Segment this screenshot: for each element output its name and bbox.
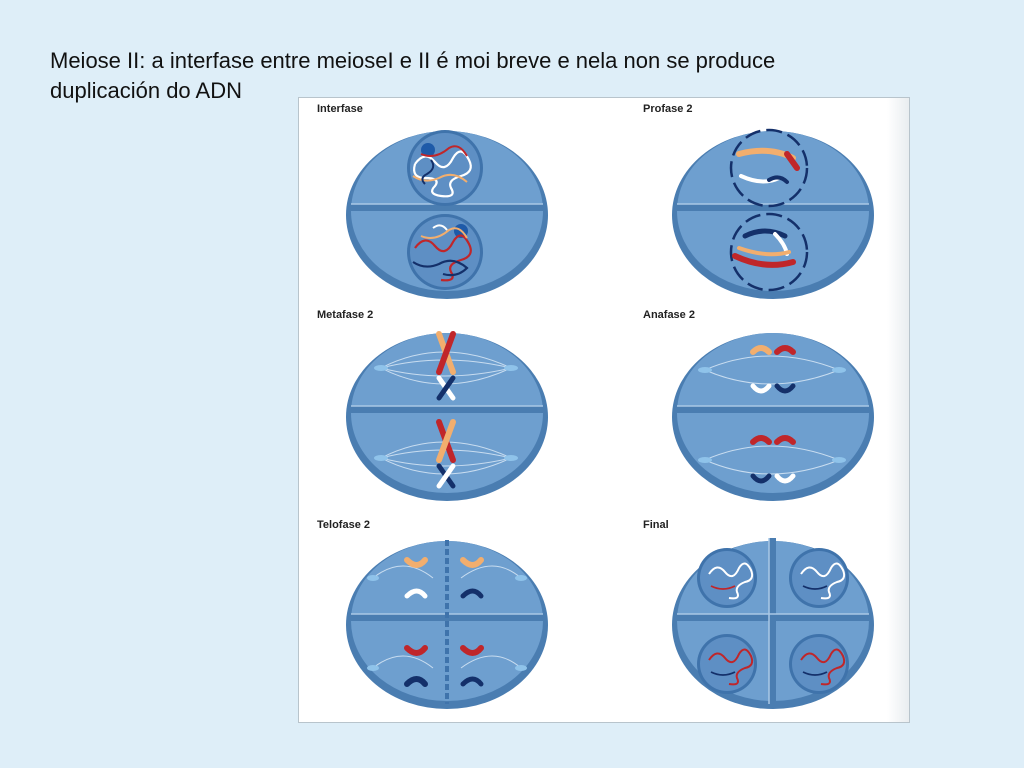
final-nucleus-4	[789, 634, 849, 694]
interfase-nucleus-top	[407, 130, 483, 206]
final-nucleus-1	[697, 548, 757, 608]
slide-title: Meiose II: a interfase entre meioseI e I…	[50, 46, 950, 106]
meiosis-ii-figure: Interfase Profase 2 Metafase 2 Anafase 2…	[298, 97, 910, 723]
figure-edge-shade	[887, 98, 909, 722]
slide-title-line-2: duplicación do ADN	[50, 78, 243, 103]
label-metafase-2: Metafase 2	[317, 309, 374, 321]
final-nucleus-2	[789, 548, 849, 608]
interfase-nucleus-bottom	[407, 214, 483, 290]
telofase-2-cell	[346, 540, 548, 709]
label-telofase-2: Telofase 2	[317, 519, 370, 531]
final-nucleus-3	[697, 634, 757, 694]
label-interfase: Interfase	[317, 103, 363, 115]
slide-title-line-1: Meiose II: a interfase entre meioseI e I…	[50, 48, 776, 73]
profase-2-cell	[672, 128, 874, 299]
interfase-cell	[346, 130, 548, 299]
final-cells	[672, 538, 874, 709]
label-anafase-2: Anafase 2	[643, 309, 695, 321]
profase-envelope-top	[729, 128, 809, 208]
label-final: Final	[643, 519, 669, 531]
anafase-2-cell	[672, 333, 874, 501]
label-profase-2: Profase 2	[643, 103, 693, 115]
metafase-2-cell	[346, 331, 548, 501]
profase-envelope-bottom	[729, 212, 809, 292]
